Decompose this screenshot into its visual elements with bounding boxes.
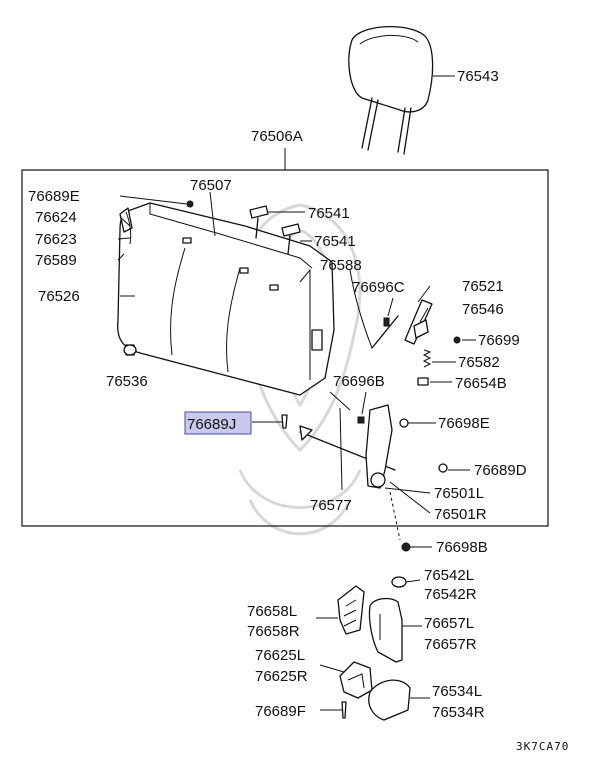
- label-76534R[interactable]: 76534R: [432, 704, 485, 721]
- headrest-guide-parts: [249, 205, 312, 255]
- label-76623[interactable]: 76623: [35, 231, 77, 248]
- label-76506A[interactable]: 76506A: [251, 128, 303, 145]
- highlight-box-76689J: [184, 411, 252, 435]
- label-76542L[interactable]: 76542L: [424, 567, 474, 584]
- label-76689E[interactable]: 76689E: [28, 188, 80, 205]
- label-76521[interactable]: 76521: [462, 278, 504, 295]
- label-76542R[interactable]: 76542R: [424, 586, 477, 603]
- label-76624[interactable]: 76624: [35, 209, 77, 226]
- label-76577[interactable]: 76577: [310, 497, 352, 514]
- label-76582[interactable]: 76582: [458, 354, 500, 371]
- label-76689J[interactable]: 76689J: [187, 416, 236, 433]
- label-76696C[interactable]: 76696C: [352, 279, 405, 296]
- label-76658R[interactable]: 76658R: [247, 623, 300, 640]
- label-76689D[interactable]: 76689D: [474, 462, 527, 479]
- label-76501L[interactable]: 76501L: [434, 485, 484, 502]
- label-76658L[interactable]: 76658L: [247, 603, 297, 620]
- label-76657R[interactable]: 76657R: [424, 636, 477, 653]
- label-76541-lower[interactable]: 76541: [314, 233, 356, 250]
- label-76536[interactable]: 76536: [106, 373, 148, 390]
- label-76526[interactable]: 76526: [38, 288, 80, 305]
- label-76696B[interactable]: 76696B: [333, 373, 385, 390]
- label-76541-upper[interactable]: 76541: [308, 205, 350, 222]
- headrest-part: [348, 26, 455, 155]
- label-76588[interactable]: 76588: [320, 257, 362, 274]
- label-76625L[interactable]: 76625L: [255, 647, 305, 664]
- label-76534L[interactable]: 76534L: [432, 683, 482, 700]
- label-76699[interactable]: 76699: [478, 332, 520, 349]
- label-76698B[interactable]: 76698B: [436, 539, 488, 556]
- label-76657L[interactable]: 76657L: [424, 615, 474, 632]
- diagram-code: 3K7CA70: [516, 740, 569, 753]
- label-76543[interactable]: 76543: [457, 68, 499, 85]
- label-76589[interactable]: 76589: [35, 252, 77, 269]
- seat-back-part: [116, 202, 335, 396]
- label-76689F[interactable]: 76689F: [255, 703, 306, 720]
- label-76501R[interactable]: 76501R: [434, 506, 487, 523]
- label-76546[interactable]: 76546: [462, 301, 504, 318]
- label-76698E[interactable]: 76698E: [438, 415, 490, 432]
- label-76654B[interactable]: 76654B: [455, 375, 507, 392]
- label-76507[interactable]: 76507: [190, 177, 232, 194]
- lower-cover-parts: [316, 576, 430, 721]
- part-labels: 76543 76506A 76689E 76507 76624 76623 76…: [28, 68, 527, 721]
- label-76625R[interactable]: 76625R: [255, 668, 308, 685]
- hardware-parts: [117, 191, 476, 552]
